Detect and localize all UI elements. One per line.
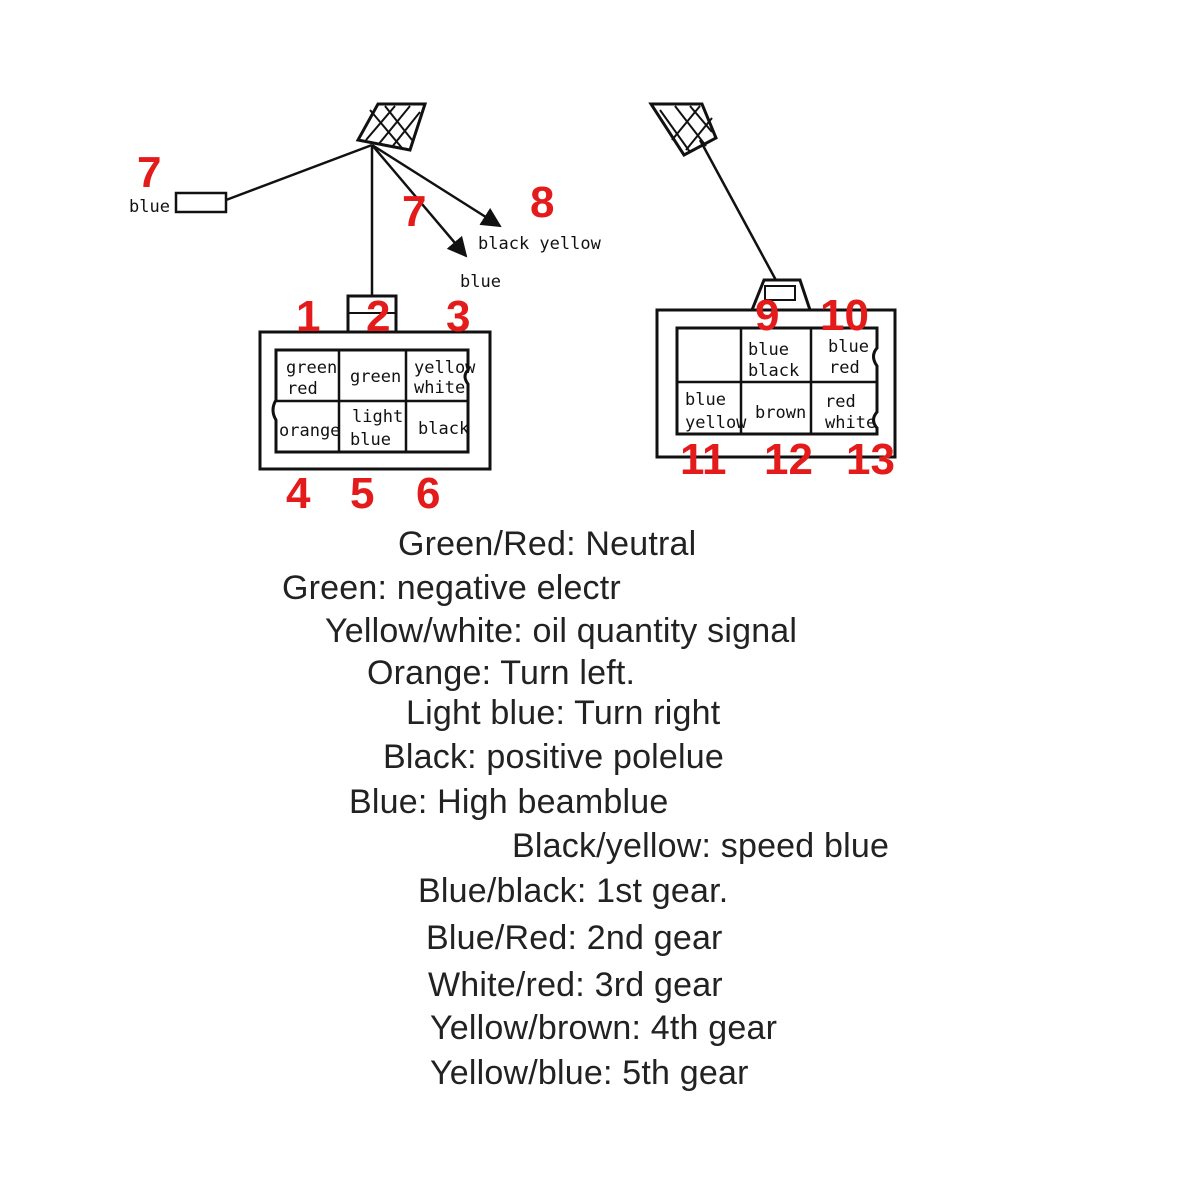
pin-label: blue [828, 337, 869, 357]
left-connector: 1 2 3 4 5 6 green red green yellow white… [258, 292, 492, 518]
wire-color-label: black yellow [478, 234, 602, 254]
pin-label: brown [755, 403, 806, 423]
pin-number-9: 9 [755, 291, 779, 340]
pin-label: green [350, 367, 401, 387]
pin-number-10: 10 [820, 291, 869, 340]
wire-7-right: 7 blue [402, 187, 501, 292]
pin-label: white [825, 413, 876, 433]
pin-label: red [829, 358, 860, 378]
wire-number-8: 8 [530, 178, 554, 227]
pin-label: orange [279, 421, 340, 441]
pin-label: green [286, 358, 337, 378]
wire-7-left: 7 blue [129, 148, 228, 217]
pin-number-4: 4 [286, 469, 311, 518]
pin-number-2: 2 [366, 292, 390, 341]
pin-label: light [352, 407, 403, 427]
pin-number-5: 5 [350, 469, 374, 518]
pin-label: red [825, 392, 856, 412]
wire-number-7-left: 7 [137, 148, 161, 197]
pin-label: yellow [414, 358, 476, 378]
wire-color-label: blue [460, 272, 501, 292]
pin-number-6: 6 [416, 469, 440, 518]
pin-label: yellow [685, 413, 747, 433]
pin-label: blue [685, 390, 726, 410]
pin-number-3: 3 [446, 292, 470, 341]
pin-label: blue [748, 340, 789, 360]
pin-number-1: 1 [296, 292, 320, 341]
left-harness-sleeve [355, 102, 428, 152]
left-wires [225, 143, 502, 298]
wire-number-7-right: 7 [402, 187, 426, 236]
pin-number-13: 13 [846, 435, 895, 484]
pin-label: white [414, 378, 465, 398]
pin-number-12: 12 [764, 435, 813, 484]
pin-label: black [418, 419, 469, 439]
right-connector: 9 10 11 12 13 blue black blue red blue y… [655, 278, 897, 484]
wire-terminal [174, 191, 228, 214]
right-wire [698, 139, 780, 285]
pin-label: red [287, 379, 318, 399]
pin-number-11: 11 [680, 435, 727, 484]
wire-color-label: blue [129, 197, 170, 217]
right-harness-sleeve [648, 102, 718, 157]
wire-8: 8 black yellow [478, 178, 602, 254]
pin-label: blue [350, 430, 391, 450]
pin-label: black [748, 361, 799, 381]
